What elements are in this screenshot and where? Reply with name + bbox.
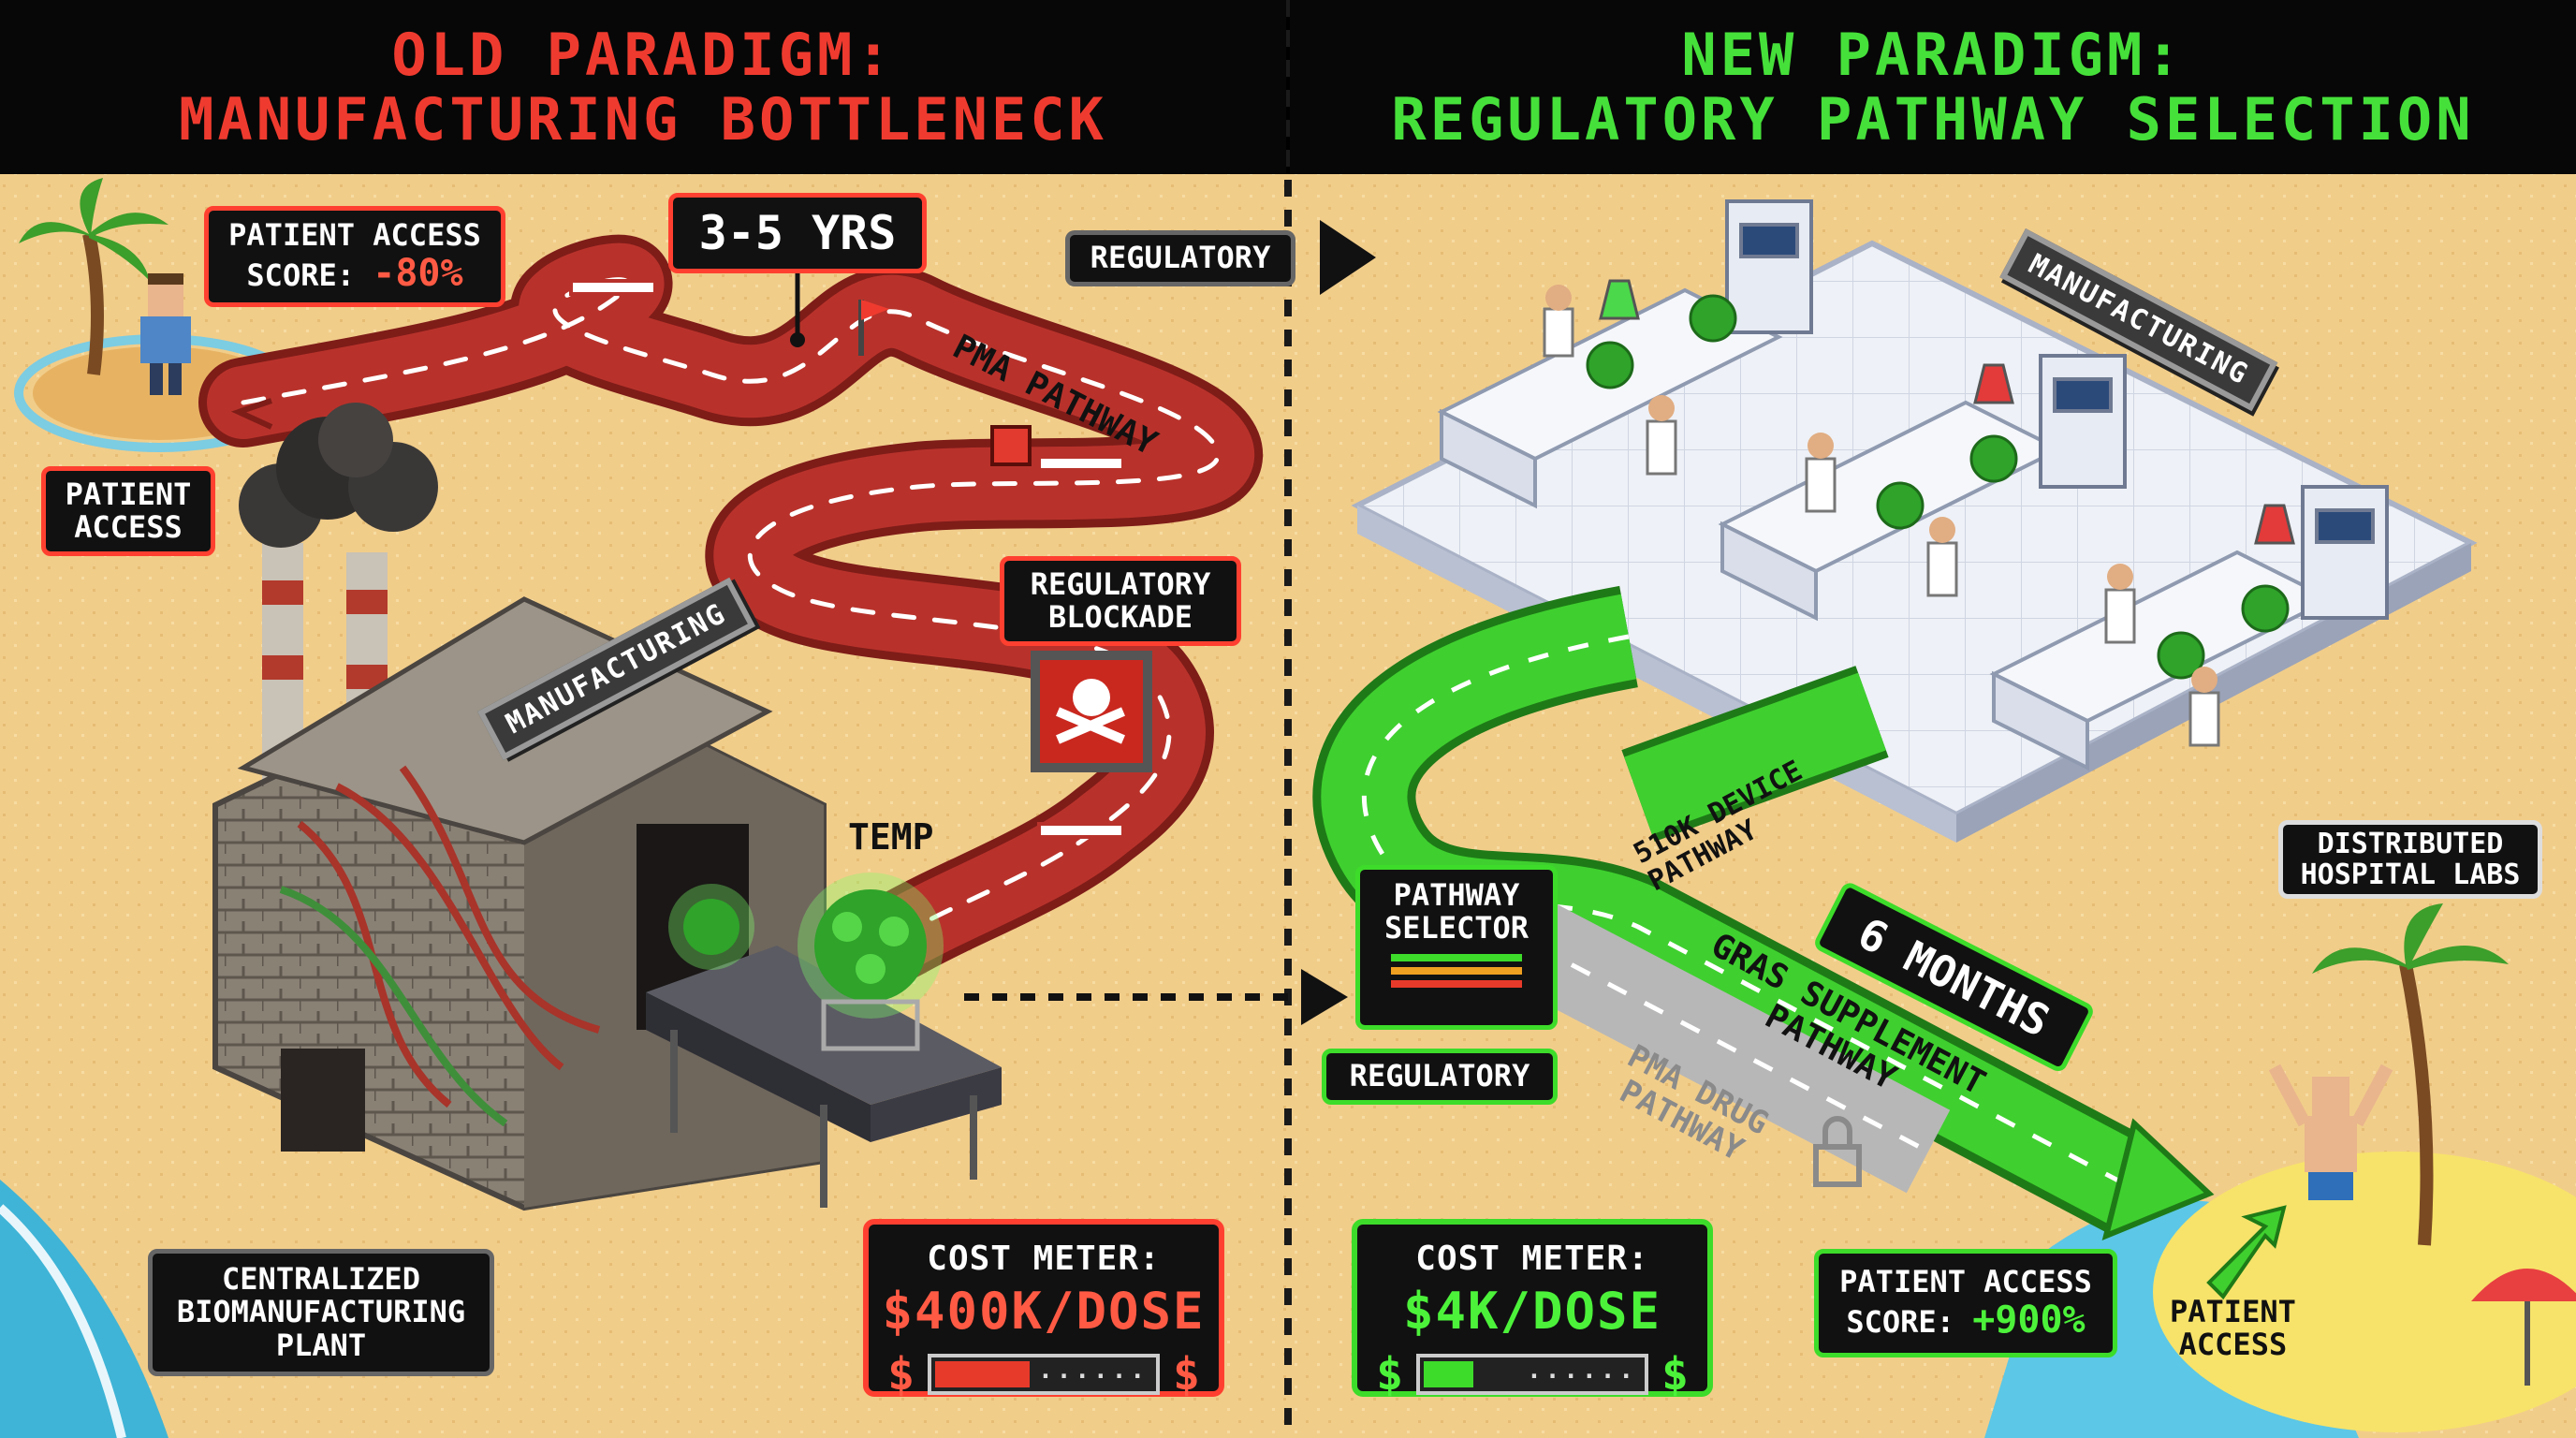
beach-umbrella (2471, 1269, 2576, 1386)
new-cost-bar-fill (1424, 1361, 1473, 1387)
new-cost-value: $4K/DOSE (1402, 1282, 1662, 1341)
centralized-plant-label: CENTRALIZED BIOMANUFACTURING PLANT (148, 1249, 494, 1376)
palm-trunk-left (82, 232, 104, 375)
new-patient-access-label: PATIENT ACCESS (2170, 1294, 2296, 1363)
barrier-top (569, 279, 657, 296)
lock-icon (1813, 1116, 1862, 1187)
old-paradigm-title: OLD PARADIGM: (391, 20, 895, 89)
selector-bar-green (1391, 954, 1522, 962)
lab-scientists (1543, 285, 2220, 747)
regulatory-top-label: REGULATORY (1065, 230, 1295, 286)
old-access-line1: PATIENT (65, 476, 192, 512)
new-access-line1: PATIENT (2170, 1294, 2296, 1329)
selector-bar-red (1391, 980, 1522, 989)
blockade-gate (1031, 651, 1152, 772)
plant-line1: CENTRALIZED (222, 1261, 420, 1298)
pathway-selector: PATHWAY SELECTOR (1355, 865, 1558, 1030)
palm-leaves-left (19, 178, 168, 281)
new-score-value: +900% (1972, 1298, 2086, 1342)
old-patient-access-label: PATIENT ACCESS (41, 466, 215, 556)
old-score-label: PATIENT ACCESS (228, 217, 481, 254)
distributed-line2: HOSPITAL LABS (2300, 858, 2521, 891)
new-dollar-right: $ (1661, 1348, 1689, 1401)
old-dollar-right: $ (1173, 1348, 1200, 1401)
barrier-low (1037, 822, 1125, 839)
selector-bar-orange (1391, 967, 1522, 976)
old-cost-bar-dots: ...... (1038, 1357, 1149, 1385)
sad-patient (140, 273, 191, 395)
old-access-line2: ACCESS (74, 509, 183, 545)
plant-line3: PLANT (275, 1327, 367, 1363)
new-cost-meter: COST METER: $4K/DOSE $ ...... $ (1352, 1219, 1713, 1401)
old-cost-meter: COST METER: $400K/DOSE $ ...... $ (863, 1219, 1224, 1401)
new-paradigm-header: NEW PARADIGM: REGULATORY PATHWAY SELECTI… (1290, 0, 2576, 174)
new-cost-bar: ...... (1416, 1354, 1648, 1395)
new-score-prefix: SCORE: (1846, 1303, 1973, 1340)
old-paradigm-subtitle: MANUFACTURING BOTTLENECK (179, 85, 1107, 154)
ocean-left (0, 1180, 168, 1438)
distributed-line1: DISTRIBUTED (2317, 828, 2504, 860)
old-paradigm-header: OLD PARADIGM: MANUFACTURING BOTTLENECK (0, 0, 1286, 174)
new-cost-label: COST METER: (1415, 1240, 1649, 1278)
new-paradigm-subtitle: REGULATORY PATHWAY SELECTION (1391, 85, 2475, 154)
green-arrowhead (2101, 1118, 2215, 1241)
new-dollar-left: $ (1376, 1348, 1403, 1401)
road-arrowhead-left (230, 398, 273, 430)
new-access-line2: ACCESS (2178, 1327, 2288, 1363)
lab-flasks (1599, 279, 2295, 545)
old-score-prefix: SCORE: (246, 257, 373, 293)
temp-label: TEMP (848, 816, 934, 858)
selector-bars (1391, 954, 1522, 989)
new-cost-bar-dots: ...... (1527, 1357, 1637, 1385)
blockade-line2: BLOCKADE (1047, 599, 1193, 635)
plant-line2: BIOMANUFACTURING (176, 1294, 466, 1330)
barrier-mid (1037, 455, 1125, 472)
organoid-small (683, 899, 739, 955)
regulatory-bottom-text: REGULATORY (1349, 1058, 1530, 1094)
new-paradigm-title: NEW PARADIGM: (1681, 20, 2185, 89)
old-cost-label: COST METER: (927, 1240, 1161, 1278)
regulatory-arrow (1320, 220, 1376, 295)
new-score-label: PATIENT ACCESS (1839, 1264, 2092, 1300)
time-label: 3-5 YRS (668, 193, 927, 273)
regulatory-bottom-label: REGULATORY (1322, 1049, 1558, 1105)
selector-line1: PATHWAY (1393, 877, 1520, 913)
skull-block (990, 425, 1032, 466)
regulatory-top-text: REGULATORY (1090, 240, 1271, 276)
happy-patient (2268, 1064, 2393, 1200)
distributed-labs-label: DISTRIBUTED HOSPITAL LABS (2278, 820, 2542, 899)
old-score-value: -80% (373, 251, 463, 295)
organoid-large (814, 889, 927, 1002)
old-dollar-left: $ (887, 1348, 915, 1401)
time-value: 3-5 YRS (698, 205, 897, 260)
lab-organoids (1586, 294, 2290, 680)
regulatory-blockade-label: REGULATORY BLOCKADE (1000, 556, 1241, 646)
palm-trunk-right (2399, 962, 2434, 1246)
old-patient-access-score: PATIENT ACCESS SCORE: -80% (204, 206, 505, 307)
old-cost-value: $400K/DOSE (882, 1282, 1206, 1341)
flag (861, 300, 889, 320)
lab-equipment (1725, 199, 2389, 620)
old-cost-bar-fill (935, 1361, 1030, 1387)
selector-line2: SELECTOR (1383, 910, 1530, 946)
palm-leaves-right (2312, 903, 2509, 974)
new-patient-access-score: PATIENT ACCESS SCORE: +900% (1814, 1249, 2117, 1357)
access-arrow (2206, 1205, 2287, 1300)
old-cost-bar: ...... (928, 1354, 1160, 1395)
blockade-line1: REGULATORY (1030, 565, 1211, 602)
